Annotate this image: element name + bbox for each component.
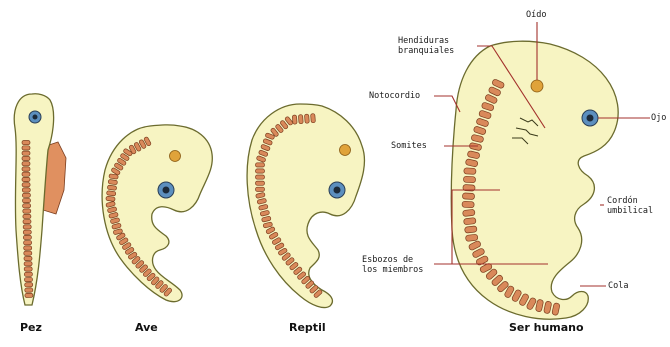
somite: [109, 174, 119, 179]
caption-reptil: Reptil: [289, 321, 326, 334]
reptile-pupil: [334, 187, 341, 194]
somite: [24, 267, 32, 271]
somite: [463, 176, 475, 183]
human-embryo: [451, 41, 618, 319]
somite: [256, 169, 265, 173]
reptile-embryo: [247, 104, 364, 308]
somite: [462, 201, 474, 208]
somite: [24, 251, 32, 255]
label-ojo: Ojo: [651, 113, 666, 123]
somite: [298, 115, 303, 124]
bird-ear-icon: [170, 151, 181, 162]
human-ear-icon: [531, 80, 543, 92]
somite: [22, 151, 30, 155]
somite: [107, 185, 117, 190]
somite: [256, 163, 265, 167]
bird-body: [102, 125, 212, 302]
somite: [23, 204, 31, 208]
label-hendiduras-line2: branquiales: [398, 46, 454, 56]
bird-pupil: [163, 187, 170, 194]
somite: [22, 141, 30, 145]
somite: [23, 225, 31, 229]
label-oido: Oído: [526, 10, 546, 20]
somite: [25, 293, 33, 297]
somite: [304, 114, 309, 123]
somite: [22, 146, 30, 150]
somite: [24, 262, 32, 266]
somite: [311, 114, 316, 123]
somite: [23, 230, 31, 234]
label-cordon-line2: umbilical: [607, 206, 653, 216]
somite: [256, 181, 265, 185]
somite: [23, 214, 31, 218]
label-cordon-line1: Cordón: [607, 196, 653, 206]
somite: [22, 162, 30, 166]
somite: [22, 167, 30, 171]
label-somites: Somites: [391, 141, 427, 151]
fish-pupil: [33, 115, 38, 120]
somite: [24, 256, 32, 260]
label-notocordio: Notocordio: [369, 91, 420, 101]
somite: [256, 175, 265, 179]
fish-embryo: [14, 94, 66, 305]
somite: [23, 235, 31, 239]
somite: [24, 241, 32, 245]
label-esbozos-line2: los miembros: [362, 265, 423, 275]
somite: [106, 196, 116, 201]
somite: [25, 288, 33, 292]
label-esbozos-line1: Esbozos de: [362, 255, 423, 265]
somite: [464, 168, 476, 175]
somite: [24, 272, 32, 276]
somite: [23, 209, 31, 213]
somite: [22, 188, 30, 192]
somite: [22, 156, 30, 160]
bird-embryo: [102, 125, 212, 302]
label-hendiduras-line1: Hendiduras: [398, 36, 454, 46]
caption-ser-humano: Ser humano: [509, 321, 584, 334]
somite: [108, 179, 118, 184]
somite: [24, 277, 32, 281]
somite: [465, 234, 478, 241]
somite: [22, 198, 30, 202]
somite: [24, 246, 32, 250]
label-cola: Cola: [608, 281, 628, 291]
caption-pez: Pez: [20, 321, 42, 334]
somite: [256, 187, 265, 191]
somite: [22, 172, 30, 176]
label-cordon: Cordón umbilical: [607, 196, 653, 216]
somite: [462, 193, 474, 200]
somite: [106, 191, 116, 196]
label-esbozos: Esbozos de los miembros: [362, 255, 423, 275]
somite: [463, 218, 476, 225]
human-pupil: [587, 115, 594, 122]
somite: [22, 183, 30, 187]
somite: [23, 219, 31, 223]
reptile-ear-icon: [340, 145, 351, 156]
somite: [464, 226, 477, 233]
caption-ave: Ave: [135, 321, 158, 334]
somite: [25, 283, 33, 287]
label-hendiduras: Hendiduras branquiales: [398, 36, 454, 56]
somite: [22, 193, 30, 197]
somite: [22, 177, 30, 181]
somite: [462, 209, 475, 216]
